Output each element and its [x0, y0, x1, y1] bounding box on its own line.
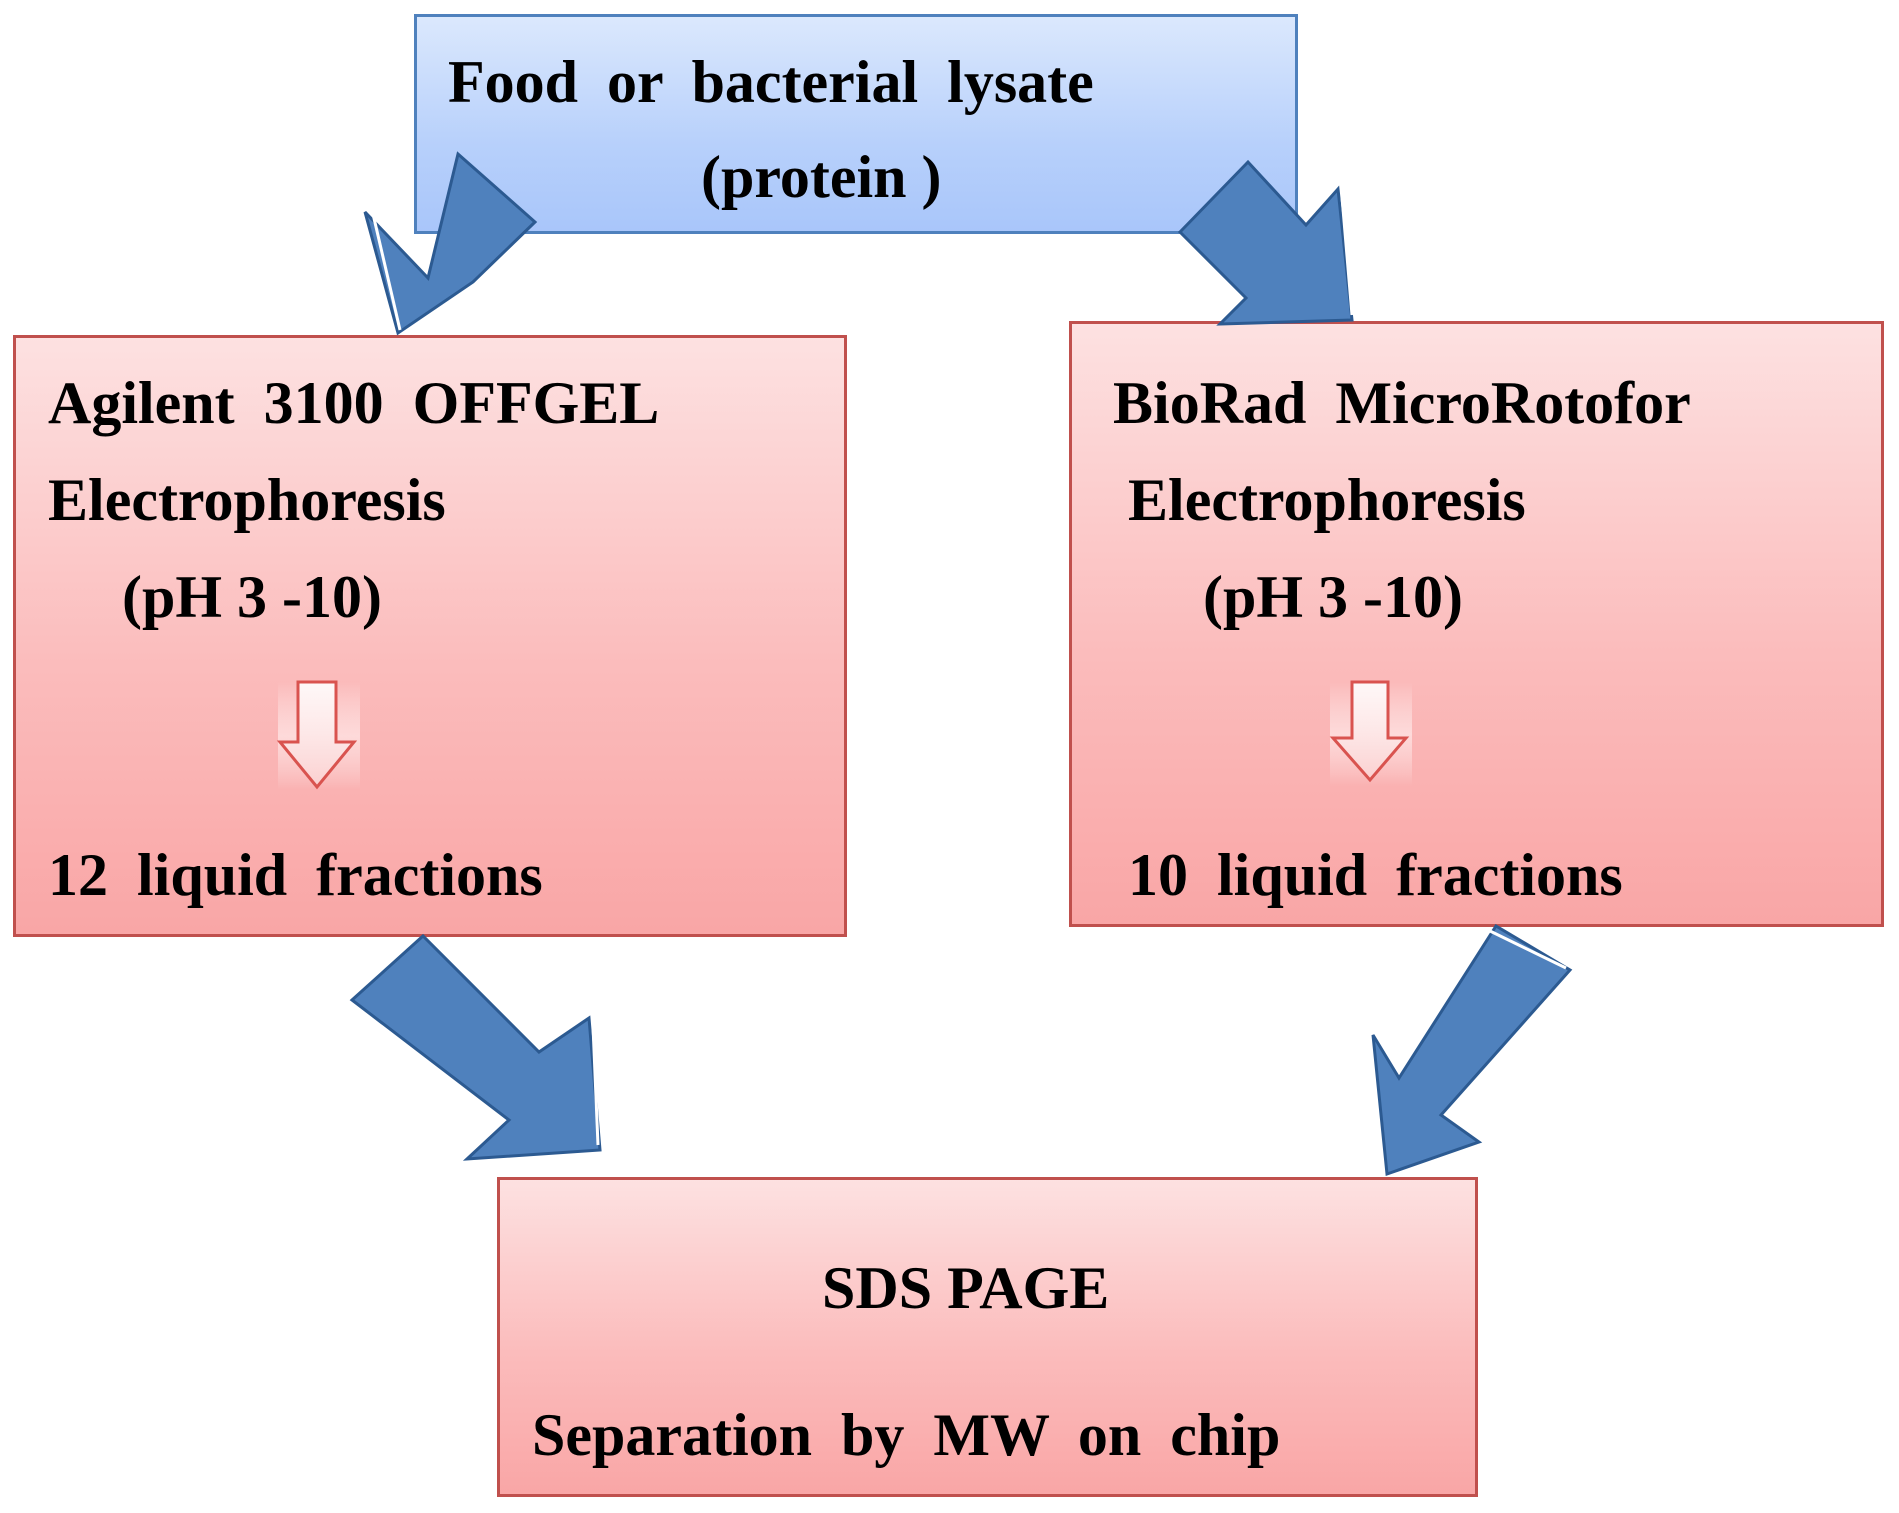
right-method-line-3: (pH 3 -10): [1203, 564, 1463, 630]
right-method-line-2: Electrophoresis: [1128, 467, 1526, 533]
source-line-1: Food or bacterial lysate: [448, 49, 1094, 115]
right-result-text: 10 liquid fractions: [1128, 842, 1623, 908]
final-step-box: [497, 1177, 1478, 1497]
left-method-box: [13, 335, 847, 937]
left-method-line-2: Electrophoresis: [48, 467, 446, 533]
source-box: [414, 14, 1298, 234]
arrow-left-to-final-icon: [349, 933, 602, 1161]
left-method-line-3: (pH 3 -10): [122, 564, 382, 630]
arrow-right-to-final-icon: [1371, 923, 1573, 1177]
left-result-text: 12 liquid fractions: [48, 842, 543, 908]
right-method-line-1: BioRad MicroRotofor: [1113, 370, 1691, 436]
final-step-subtitle: Separation by MW on chip: [532, 1402, 1281, 1468]
final-step-title: SDS PAGE: [822, 1255, 1110, 1321]
source-line-2: (protein ): [701, 144, 942, 210]
left-method-line-1: Agilent 3100 OFFGEL: [48, 370, 660, 436]
